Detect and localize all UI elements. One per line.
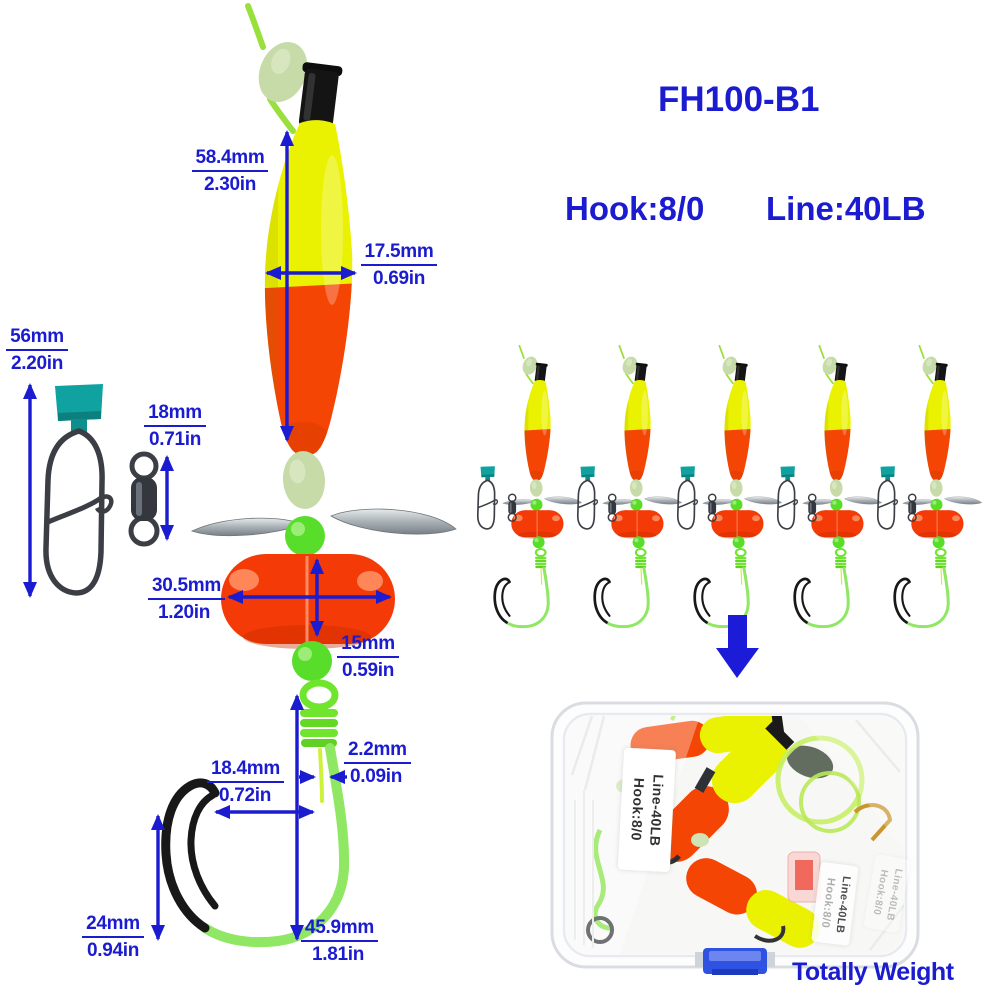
hook-size-spec: Hook:8/0: [565, 190, 705, 227]
totally-weight-caption: Totally Weight: [792, 958, 954, 986]
dimension-arrows: [23, 130, 392, 941]
dim-snap-length: 56mm 2.20in: [6, 326, 68, 375]
dim-hook-gap: 18.4mm 0.72in: [207, 758, 284, 807]
dim-hook-length: 45.9mm 1.81in: [301, 917, 378, 966]
mini-rig-row: [476, 346, 982, 627]
dim-spinner-width: 30.5mm 1.20in: [148, 575, 225, 624]
line-rating-spec: Line:40LB: [766, 190, 926, 227]
barrel-swivel-illustration: [131, 454, 157, 544]
mini-rig-1: [476, 346, 582, 627]
mini-rig-2: [576, 346, 682, 627]
snap-clip-illustration: [46, 384, 111, 593]
mini-rig-5: [876, 346, 982, 627]
dim-swivel-length: 18mm 0.71in: [144, 402, 206, 451]
box-bag-label-1: Line-40LB Hook:8/0: [617, 747, 677, 873]
mini-rig-4: [776, 346, 882, 627]
dim-line-diameter: 2.2mm 0.09in: [344, 739, 411, 788]
dim-float-length: 58.4mm 2.30in: [190, 147, 270, 196]
dim-float-diameter: 17.5mm 0.69in: [357, 241, 441, 290]
down-arrow-icon: [716, 615, 759, 678]
dim-hook-point: 24mm 0.94in: [82, 913, 144, 962]
product-model-title: FH100-B1: [658, 80, 820, 119]
dim-spinner-height: 15mm 0.59in: [336, 633, 400, 682]
box-latch: [695, 948, 775, 975]
mini-rig-3: [676, 346, 782, 627]
storage-box-illustration: [550, 701, 920, 975]
